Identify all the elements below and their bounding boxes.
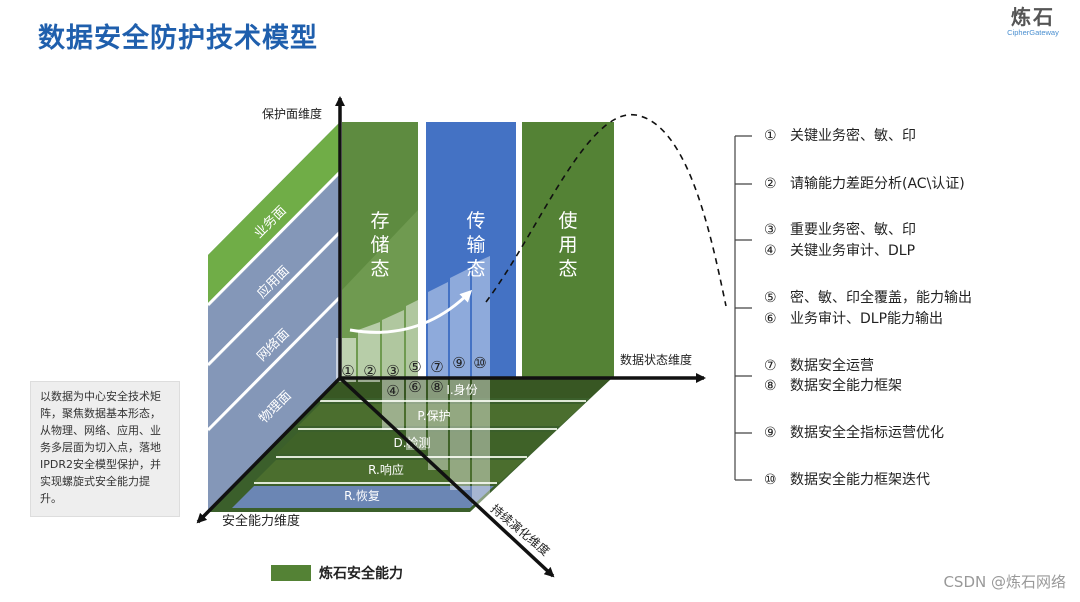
state-storage-3: 态	[370, 258, 389, 280]
axes	[196, 96, 706, 578]
state-column-use	[522, 122, 614, 377]
layer-business	[208, 122, 340, 303]
logo: 炼石 CipherGateway	[996, 6, 1070, 37]
floor-band-p	[298, 404, 584, 426]
step-1: ①	[341, 362, 354, 380]
step-10: ⑩	[473, 354, 486, 372]
floor-band-r1	[254, 460, 524, 482]
description-note: 以数据为中心安全技术矩阵，聚焦数据基本形态，从物理、网络、应用、业务多层面为切入…	[30, 381, 180, 517]
state-transfer-3: 态	[466, 258, 485, 280]
page-title: 数据安全防护技术模型	[38, 23, 318, 54]
state-transfer-2: 输	[466, 234, 485, 256]
legend: 炼石安全能力	[271, 563, 403, 583]
state-columns: 存 储 态 传 输 态 使 用 态	[342, 122, 614, 377]
axis-label-horizontal: 数据状态维度	[620, 352, 692, 367]
state-transfer-1: 传	[466, 210, 485, 232]
footer-watermark: CSDN @炼石网络	[943, 573, 1066, 591]
layer-physical	[208, 300, 340, 512]
capability-recover: R.恢复	[344, 489, 380, 503]
capability-detect: D.检测	[393, 435, 430, 450]
axis-label-left: 安全能力维度	[222, 513, 300, 529]
capability-labels: I.身份 P.保护 D.检测 R.响应 R.恢复	[344, 382, 478, 503]
layer-network	[208, 235, 340, 428]
legend-swatch	[271, 565, 311, 581]
step-2: ②	[363, 362, 376, 380]
state-column-transfer	[426, 122, 516, 377]
growth-arrow	[349, 289, 473, 334]
step-numbers: ① ② ③ ⑤ ⑦ ⑨ ⑩ ④ ⑥ ⑧	[341, 354, 486, 400]
step-3: ③	[386, 362, 399, 380]
state-storage-2: 储	[370, 234, 389, 256]
floor-band-d	[276, 432, 554, 454]
list-bracket	[734, 135, 752, 481]
capability-protect: P.保护	[417, 409, 450, 423]
capability-identity: I.身份	[446, 382, 477, 397]
logo-cn: 炼石	[1011, 5, 1055, 29]
step-5: ⑤	[408, 358, 421, 376]
axis-label-diagonal: 持续演化维度	[488, 501, 553, 559]
capability-respond: R.响应	[368, 462, 404, 477]
floor-band-i	[320, 378, 612, 398]
state-use-2: 用	[558, 234, 577, 256]
legend-label: 炼石安全能力	[319, 566, 403, 582]
state-storage-1: 存	[370, 210, 389, 232]
left-wall: 业务面 应用面 网络面 物理面	[206, 122, 342, 512]
state-use-1: 使	[558, 210, 577, 232]
step-4: ④	[386, 382, 399, 400]
step-9: ⑨	[452, 354, 465, 372]
layer-application	[208, 175, 340, 363]
step-6: ⑥	[408, 378, 421, 396]
axis-label-vertical: 保护面维度	[262, 106, 322, 121]
evolution-curve	[485, 113, 727, 307]
axis-diagonal	[338, 376, 555, 578]
step-8: ⑧	[430, 378, 443, 396]
axis-left	[196, 376, 342, 524]
step-7: ⑦	[430, 358, 443, 376]
state-use-3: 态	[558, 258, 577, 280]
logo-en: CipherGateway	[1007, 28, 1059, 37]
floor-band-r2	[232, 486, 494, 508]
